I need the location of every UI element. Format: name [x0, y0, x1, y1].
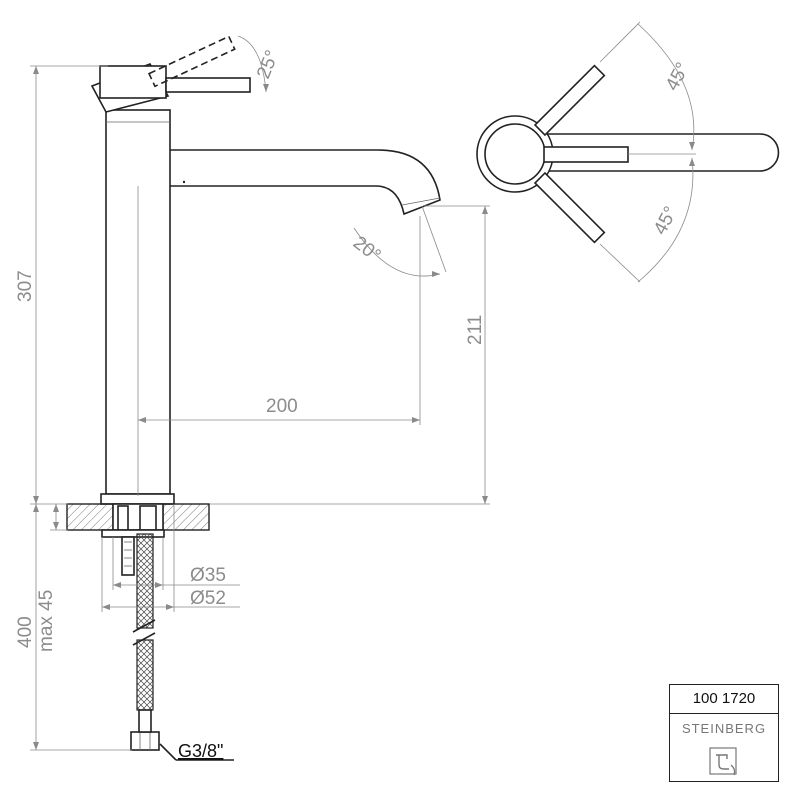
spout-top — [514, 133, 780, 172]
dim-hose-length: 400 — [15, 504, 132, 751]
countertop-section — [66, 503, 210, 576]
fixing-washer — [101, 529, 165, 538]
handle-lever-tilted — [147, 35, 236, 88]
angle-spout-label: 20° — [349, 232, 385, 266]
dim-height-total-label: 307 — [15, 270, 36, 302]
thread-label: G3/8" — [178, 741, 223, 761]
angle-spout: 20° — [349, 205, 447, 277]
fixing-stud — [121, 536, 135, 576]
dim-spout-height-label: 211 — [465, 315, 486, 345]
dim-dia-outer-label: Ø52 — [190, 588, 226, 609]
faucet-base-ring — [100, 493, 175, 505]
dim-dia-inner-label: Ø35 — [190, 565, 226, 586]
dim-diameters: Ø35 Ø52 — [101, 504, 240, 612]
angle-upper-label: 45° — [662, 59, 694, 94]
dim-spout-height: 211 — [210, 205, 490, 505]
title-block: 100 1720 STEINBERG — [669, 684, 779, 782]
faucet-side-view — [90, 35, 441, 505]
hose-nut — [130, 731, 160, 751]
thread-callout: G3/8" — [159, 741, 234, 761]
dim-hose-length-label: 400 — [15, 616, 36, 648]
lever-top — [543, 146, 629, 163]
steinberg-faucet-logo-icon — [709, 747, 737, 776]
angle-lower-label: 45° — [650, 203, 682, 238]
supply-hose — [130, 533, 160, 751]
dim-max-thickness-label: max 45 — [36, 590, 57, 652]
brand-name: STEINBERG — [681, 721, 767, 736]
dim-spout-reach-label: 200 — [266, 396, 298, 417]
countertop-left — [66, 503, 114, 531]
spout — [170, 149, 441, 216]
angle-lever-tilt-label: 25° — [253, 47, 283, 82]
dim-max-thickness: max 45 — [36, 504, 68, 652]
countertop-right — [162, 503, 210, 531]
faucet-top-view — [476, 64, 780, 244]
dim-spout-reach: 200 — [137, 186, 421, 496]
base-inner-circle — [484, 123, 546, 185]
product-code: 100 1720 — [670, 685, 778, 714]
handle-lever — [165, 77, 251, 93]
dim-height-total: 307 — [15, 65, 108, 505]
